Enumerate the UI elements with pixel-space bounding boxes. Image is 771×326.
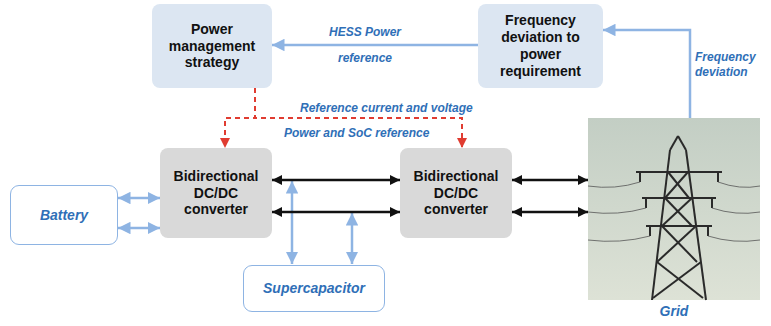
- process-box: Frequency deviation to power requirement: [478, 4, 603, 88]
- converter-box: Bidirectional DC/DC converter: [400, 148, 512, 238]
- storage-box: Battery: [10, 185, 118, 245]
- connector: [118, 227, 160, 230]
- sky-photo: [588, 118, 760, 300]
- pylon-symbol: [636, 136, 722, 300]
- dc-link-wire: [291, 181, 294, 264]
- dc-link-wire: [351, 213, 354, 264]
- connector: [118, 197, 160, 200]
- connector: [272, 211, 400, 214]
- edge-label: HESS Power reference: [316, 19, 414, 71]
- supercapacitor-wires: [292, 181, 352, 264]
- connector: [272, 44, 478, 47]
- grid-picture: Grid: [588, 118, 760, 300]
- connector: [225, 88, 255, 148]
- connector: [272, 179, 400, 182]
- power-lines: [588, 182, 760, 241]
- node-text: Bidirectional DC/DC converter: [166, 168, 266, 218]
- connector: [603, 30, 690, 118]
- converter-box: Bidirectional DC/DC converter: [160, 148, 272, 238]
- process-box: Power management strategy: [152, 4, 272, 88]
- edge-label: Power and SoC reference: [284, 126, 429, 140]
- node-text: Grid: [588, 303, 760, 320]
- connector: [512, 211, 588, 214]
- node-text: Power management strategy: [158, 21, 266, 71]
- node-text: Bidirectional DC/DC converter: [406, 168, 506, 218]
- connector: [255, 88, 462, 148]
- edge-label: Reference current and voltage: [300, 101, 473, 115]
- storage-box: Supercapacitor: [243, 265, 385, 312]
- node-text: Frequency deviation to power requirement: [484, 12, 597, 79]
- node-text: Supercapacitor: [263, 280, 365, 297]
- connector: [512, 179, 588, 182]
- node-text: Battery: [40, 207, 88, 224]
- edge-label: Frequency deviation: [695, 50, 765, 80]
